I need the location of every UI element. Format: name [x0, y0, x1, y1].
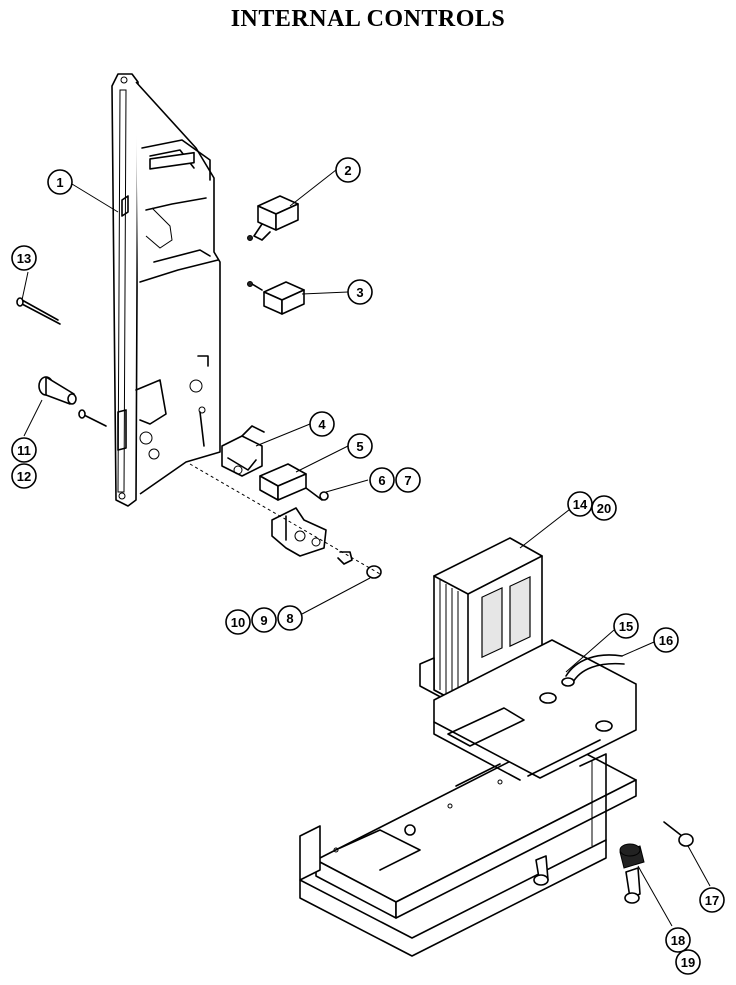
- svg-text:2: 2: [344, 163, 351, 178]
- callout-14: 14: [567, 491, 593, 517]
- callout-6: 6: [369, 467, 395, 493]
- callout-20: 20: [591, 495, 617, 521]
- callout-8: 8: [277, 605, 303, 631]
- svg-text:1: 1: [56, 175, 63, 190]
- callout-3: 3: [347, 279, 373, 305]
- part-lever-assembly: [189, 463, 382, 579]
- svg-text:9: 9: [260, 613, 267, 628]
- svg-text:3: 3: [356, 285, 363, 300]
- svg-text:18: 18: [671, 933, 685, 948]
- callout-19: 19: [675, 949, 701, 975]
- part-switch-5: [259, 463, 329, 501]
- callout-18: 18: [665, 927, 691, 953]
- svg-text:10: 10: [231, 615, 245, 630]
- svg-text:20: 20: [597, 501, 611, 516]
- callout-17: 17: [699, 887, 725, 913]
- callout-13: 13: [11, 245, 37, 271]
- svg-text:11: 11: [17, 443, 31, 458]
- svg-text:5: 5: [356, 439, 363, 454]
- svg-text:8: 8: [286, 611, 293, 626]
- diagram-title: INTERNAL CONTROLS: [230, 6, 506, 32]
- svg-text:15: 15: [619, 619, 633, 634]
- callout-9: 9: [251, 607, 277, 633]
- part-foot-18-19: [533, 843, 645, 904]
- part-control-panel: [111, 73, 221, 507]
- callout-4: 4: [309, 411, 335, 437]
- callout-2: 2: [335, 157, 361, 183]
- callout-5: 5: [347, 433, 373, 459]
- part-switch-2: [247, 195, 299, 241]
- svg-text:7: 7: [404, 473, 411, 488]
- callout-11: 11: [11, 437, 37, 463]
- svg-text:17: 17: [705, 893, 719, 908]
- part-interlock-4: [221, 425, 265, 477]
- callout-10: 10: [225, 609, 251, 635]
- svg-text:14: 14: [573, 497, 588, 512]
- part-chassis-15: [299, 639, 637, 957]
- svg-text:19: 19: [681, 955, 695, 970]
- svg-text:6: 6: [378, 473, 385, 488]
- callout-15: 15: [613, 613, 639, 639]
- callout-12: 12: [11, 463, 37, 489]
- part-pin-11-12: [38, 376, 107, 427]
- svg-text:13: 13: [17, 251, 31, 266]
- part-switch-3: [247, 281, 305, 315]
- svg-text:4: 4: [318, 417, 326, 432]
- svg-text:12: 12: [17, 469, 31, 484]
- svg-text:16: 16: [659, 633, 673, 648]
- part-screw-17: [663, 821, 694, 847]
- callout-16: 16: [653, 627, 679, 653]
- leader-lines: [21, 169, 711, 927]
- callout-7: 7: [395, 467, 421, 493]
- part-hose-16: [561, 654, 625, 687]
- callout-1: 1: [47, 169, 73, 195]
- part-screw-13: [16, 297, 61, 325]
